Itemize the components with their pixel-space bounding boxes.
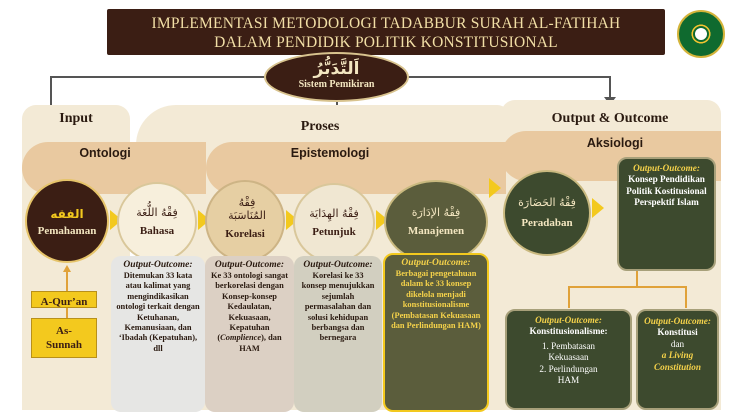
petunjuk-outcome-body: Korelasi ke 33 konsep menujukkan sejumla… [301, 271, 375, 343]
konstitusionalisme-outcome-box: Output-Outcome: Konstitusionalisme: 1. P… [505, 309, 632, 410]
korelasi-outcome-body-1: Ke 33 ontologi sangat berkorelasi dengan… [210, 271, 288, 343]
manajemen-label: Manajemen [407, 225, 465, 237]
connector-right-horizontal [407, 76, 611, 78]
connector-right-vertical [609, 76, 611, 102]
konstitusi-outcome-head: Output-Outcome: [644, 316, 711, 326]
university-logo-icon [677, 10, 725, 58]
korelasi-outcome-body-em: Complience [220, 333, 262, 343]
connector-output-up [636, 271, 638, 287]
bahasa-outcome-head: Output-Outcome: [123, 260, 193, 270]
title-banner: IMPLEMENTASI METODOLOGI TADABBUR SURAH A… [107, 9, 665, 55]
korelasi-node: فِقْهُ المُنَاسَبَة Korelasi [205, 180, 285, 262]
konstitusi-body-1: Konstitusi [657, 327, 698, 338]
connector-output-horizontal [568, 286, 686, 288]
peradaban-node: فِقْهُ الحَضَارَة Peradaban [503, 170, 591, 256]
connector-sunnah [66, 308, 68, 318]
konstitusi-body-3: a Living Constitution [654, 350, 701, 372]
output-heading: Output & Outcome [551, 111, 669, 126]
connector-left-horizontal [50, 76, 266, 78]
tadabbur-arabic: اَلتَّدَبُّرُ [313, 59, 360, 79]
connector-left-vertical [50, 76, 52, 110]
sunnah-box: As- Sunnah [31, 318, 97, 358]
petunjuk-outcome-box: Output-Outcome: Korelasi ke 33 konsep me… [294, 256, 382, 412]
aksiologi-label: Aksiologi [586, 136, 644, 150]
konstitusionalisme-title: Konstitusionalisme: [529, 326, 608, 337]
manajemen-outcome-body: Berbagai pengetahuan dalam ke 33 konsep … [391, 269, 481, 331]
korelasi-outcome-head: Output-Outcome: [214, 260, 285, 270]
peradaban-label: Peradaban [521, 217, 573, 229]
pemahaman-label: Pemahaman [37, 225, 97, 237]
bahasa-outcome-body: Ditemukan 33 kata atau kalimat yang meng… [116, 271, 200, 353]
manajemen-outcome-box: Output-Outcome: Berbagai pengetahuan dal… [383, 253, 489, 412]
arrow-6-icon [592, 198, 604, 218]
bahasa-arabic: فِقْهُ اللُّغَة [136, 206, 178, 219]
manajemen-outcome-head: Output-Outcome: [401, 258, 471, 268]
quran-label: A-Qur’an [40, 296, 88, 308]
sunnah-label-1: As- [56, 325, 72, 337]
bahasa-node: فِقْهُ اللُّغَة Bahasa [117, 182, 197, 262]
korelasi-label: Korelasi [225, 228, 265, 240]
proses-heading: Proses [300, 119, 340, 134]
title-line-2: DALAM PENDIDIK POLITIK KONSTITUSIONAL [214, 34, 558, 51]
peradaban-arabic: فِقْهُ الحَضَارَة [518, 196, 576, 209]
petunjuk-arabic: فِقْهُ الهِدَايَة [309, 207, 359, 220]
connector-output-right [685, 286, 687, 308]
input-heading: Input [59, 111, 93, 126]
sistem-pemikiran-ellipse: اَلتَّدَبُّرُ Sistem Pemikiran [264, 52, 409, 102]
konstitusionalisme-item-1b: Kekuasaan [548, 352, 589, 363]
konsep-outcome-head: Output-Outcome: [633, 163, 700, 173]
sunnah-label-2: Sunnah [45, 339, 83, 351]
petunjuk-outcome-head: Output-Outcome: [303, 260, 373, 270]
manajemen-node: فِقْهُ الإدَارَة Manajemen [384, 180, 488, 264]
pemahaman-node: الفقه Pemahaman [25, 179, 109, 263]
korelasi-arabic: فِقْهُ المُنَاسَبَة [228, 196, 266, 222]
connector-sources [66, 271, 68, 291]
sistem-pemikiran-label: Sistem Pemikiran [298, 79, 375, 90]
title-line-1: IMPLEMENTASI METODOLOGI TADABBUR SURAH A… [151, 15, 621, 32]
korelasi-outcome-box: Output-Outcome: Ke 33 ontologi sangat be… [205, 256, 294, 412]
korelasi-outcome-body: Ke 33 ontologi sangat berkorelasi dengan… [205, 271, 294, 354]
arrow-5-icon [489, 178, 501, 198]
konstitusionalisme-outcome-head: Output-Outcome: [535, 315, 602, 325]
konstitusi-outcome-box: Output-Outcome: Konstitusi dan a Living … [636, 309, 719, 410]
konstitusi-body-2: dan [670, 338, 685, 349]
konsep-outcome-box: Output-Outcome: Konsep Pendidikan Politi… [617, 157, 716, 271]
konstitusionalisme-item-2: 2. Perlindungan [539, 363, 598, 374]
petunjuk-node: فِقْهُ الهِدَايَة Petunjuk [293, 183, 375, 263]
konstitusionalisme-item-1: 1. Pembatasan [541, 340, 596, 351]
petunjuk-label: Petunjuk [312, 226, 356, 238]
ontologi-label: Ontologi [79, 146, 131, 160]
bahasa-outcome-box: Output-Outcome: Ditemukan 33 kata atau k… [111, 256, 205, 412]
epistemologi-label: Epistemologi [290, 146, 370, 160]
quran-box: A-Qur’an [31, 291, 97, 308]
konstitusionalisme-item-2b: HAM [557, 375, 580, 386]
konsep-outcome-body: Konsep Pendidikan Politik Kostitusional … [626, 174, 707, 208]
logo-emblem-icon [693, 26, 709, 42]
korelasi-outcome-body-2: ), dan HAM [239, 333, 282, 353]
manajemen-arabic: فِقْهُ الإدَارَة [411, 206, 461, 219]
pemahaman-arabic: الفقه [50, 207, 84, 221]
connector-output-left [568, 286, 570, 308]
arrow-up-pemahaman-icon [63, 265, 71, 272]
bahasa-label: Bahasa [139, 225, 175, 237]
